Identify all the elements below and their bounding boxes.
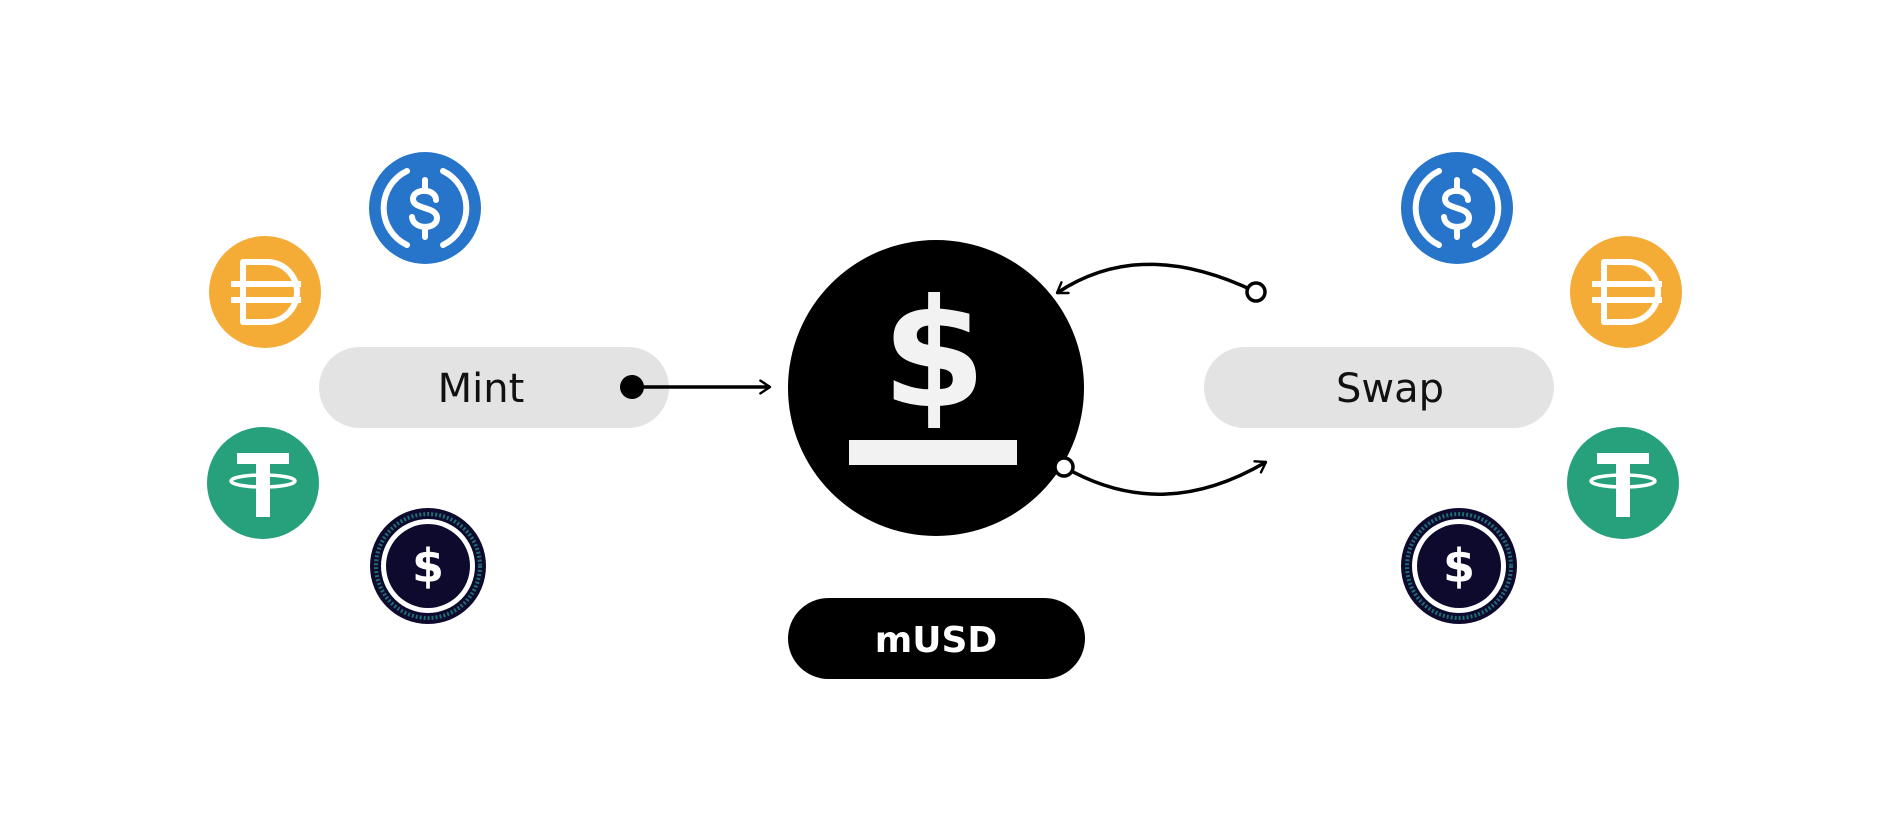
- dark-dollar-coin-icon: [1399, 506, 1519, 626]
- swap-button[interactable]: Swap: [1204, 347, 1554, 428]
- mint-arrow: [620, 375, 772, 399]
- center-dollar-symbol: $: [882, 268, 986, 442]
- swap-arrow-in: [1055, 262, 1267, 303]
- dai-coin-icon: [1570, 236, 1682, 348]
- musd-coin-icon: $: [788, 240, 1084, 536]
- mint-button[interactable]: Mint: [319, 347, 669, 428]
- usdt-coin-icon: [207, 427, 319, 539]
- dai-coin-icon: [209, 236, 321, 348]
- dark-dollar-coin-icon: [368, 506, 488, 626]
- usdt-coin-icon: [1567, 427, 1679, 539]
- mint-label: Mint: [438, 366, 525, 412]
- swap-arrow-out: [1053, 456, 1268, 496]
- usdc-coin-icon: [1401, 152, 1513, 264]
- musd-token-badge: mUSD: [788, 598, 1085, 679]
- musd-label: mUSD: [875, 620, 998, 661]
- usdc-coin-icon: [369, 152, 481, 264]
- swap-label: Swap: [1336, 366, 1444, 412]
